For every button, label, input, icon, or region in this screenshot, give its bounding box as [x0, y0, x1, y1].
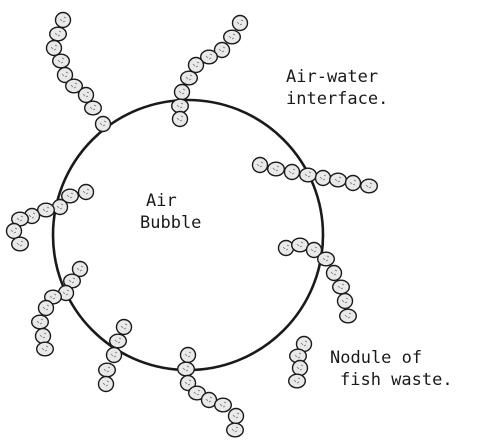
nodule-bead — [268, 162, 285, 176]
nodule-bead — [227, 423, 244, 437]
chain-right-lower — [279, 238, 357, 323]
nodule-label-line-2: fish waste. — [330, 370, 453, 390]
nodule-bead — [181, 348, 196, 363]
nodule-bead — [56, 13, 71, 28]
nodule-bead — [32, 315, 49, 329]
nodule-bead — [338, 294, 353, 309]
nodule-bead — [47, 41, 62, 56]
nodule-bead — [107, 348, 122, 363]
nodule-bead — [38, 203, 55, 217]
air-bubble-label: Air Bubble — [140, 190, 201, 234]
nodule-bead — [279, 241, 294, 256]
nodule-of-fish-waste-label: Nodule of fish waste. — [330, 347, 453, 391]
nodule-bead — [36, 329, 51, 344]
air-bubble-circle — [53, 100, 323, 370]
nodule-bead — [224, 30, 241, 44]
bubble-label-line-2: Bubble — [140, 213, 201, 233]
nodule-bead — [293, 361, 308, 376]
nodule-bead — [285, 165, 300, 180]
nodule-bead — [53, 200, 68, 215]
nodule-bead — [327, 266, 342, 281]
nodule-label-line-1: Nodule of — [330, 348, 422, 368]
chain-left-upper — [7, 185, 94, 251]
nodule-bead — [340, 309, 357, 323]
nodule-bead — [178, 362, 195, 376]
nodule-bead — [233, 16, 248, 31]
nodule-bead — [318, 252, 335, 266]
air-water-interface-label: Air-water interface. — [286, 66, 388, 110]
nodule-bead — [289, 374, 306, 388]
nodule-bead — [333, 280, 350, 294]
nodule-bead — [37, 342, 54, 356]
nodule-bead — [96, 117, 111, 132]
nodule-bead — [253, 158, 268, 173]
interface-label-line-2: interface. — [286, 89, 388, 109]
nodule-bead — [12, 237, 29, 251]
nodule-bead — [330, 173, 347, 187]
chain-top-left — [47, 13, 111, 132]
bubble-label-line-1: Air — [140, 191, 177, 211]
nodule-bead — [229, 409, 244, 424]
nodule-bead — [79, 185, 94, 200]
nodule-bead — [189, 58, 204, 73]
nodule-bead — [79, 88, 94, 103]
nodule-bead — [175, 85, 190, 100]
interface-label-line-1: Air-water — [286, 67, 378, 87]
nodule-bead — [99, 377, 114, 392]
nodule-bead — [361, 179, 378, 193]
nodule-bead — [346, 176, 361, 191]
nodule-bead — [110, 334, 127, 348]
chain-nodule-free — [289, 337, 312, 388]
nodule-bead — [172, 99, 189, 113]
nodule-bead — [181, 71, 198, 85]
nodule-bead — [300, 168, 317, 182]
nodule-bead — [316, 171, 331, 186]
nodule-bead — [215, 398, 232, 412]
nodule-bead — [173, 112, 188, 127]
nodule-bead — [39, 301, 54, 316]
nodule-bead — [99, 363, 116, 377]
nodule-bead — [117, 320, 132, 335]
nodule-bead — [50, 27, 67, 41]
nodule-bead — [53, 54, 70, 68]
nodule-bead — [85, 101, 102, 115]
nodule-bead — [7, 224, 22, 239]
